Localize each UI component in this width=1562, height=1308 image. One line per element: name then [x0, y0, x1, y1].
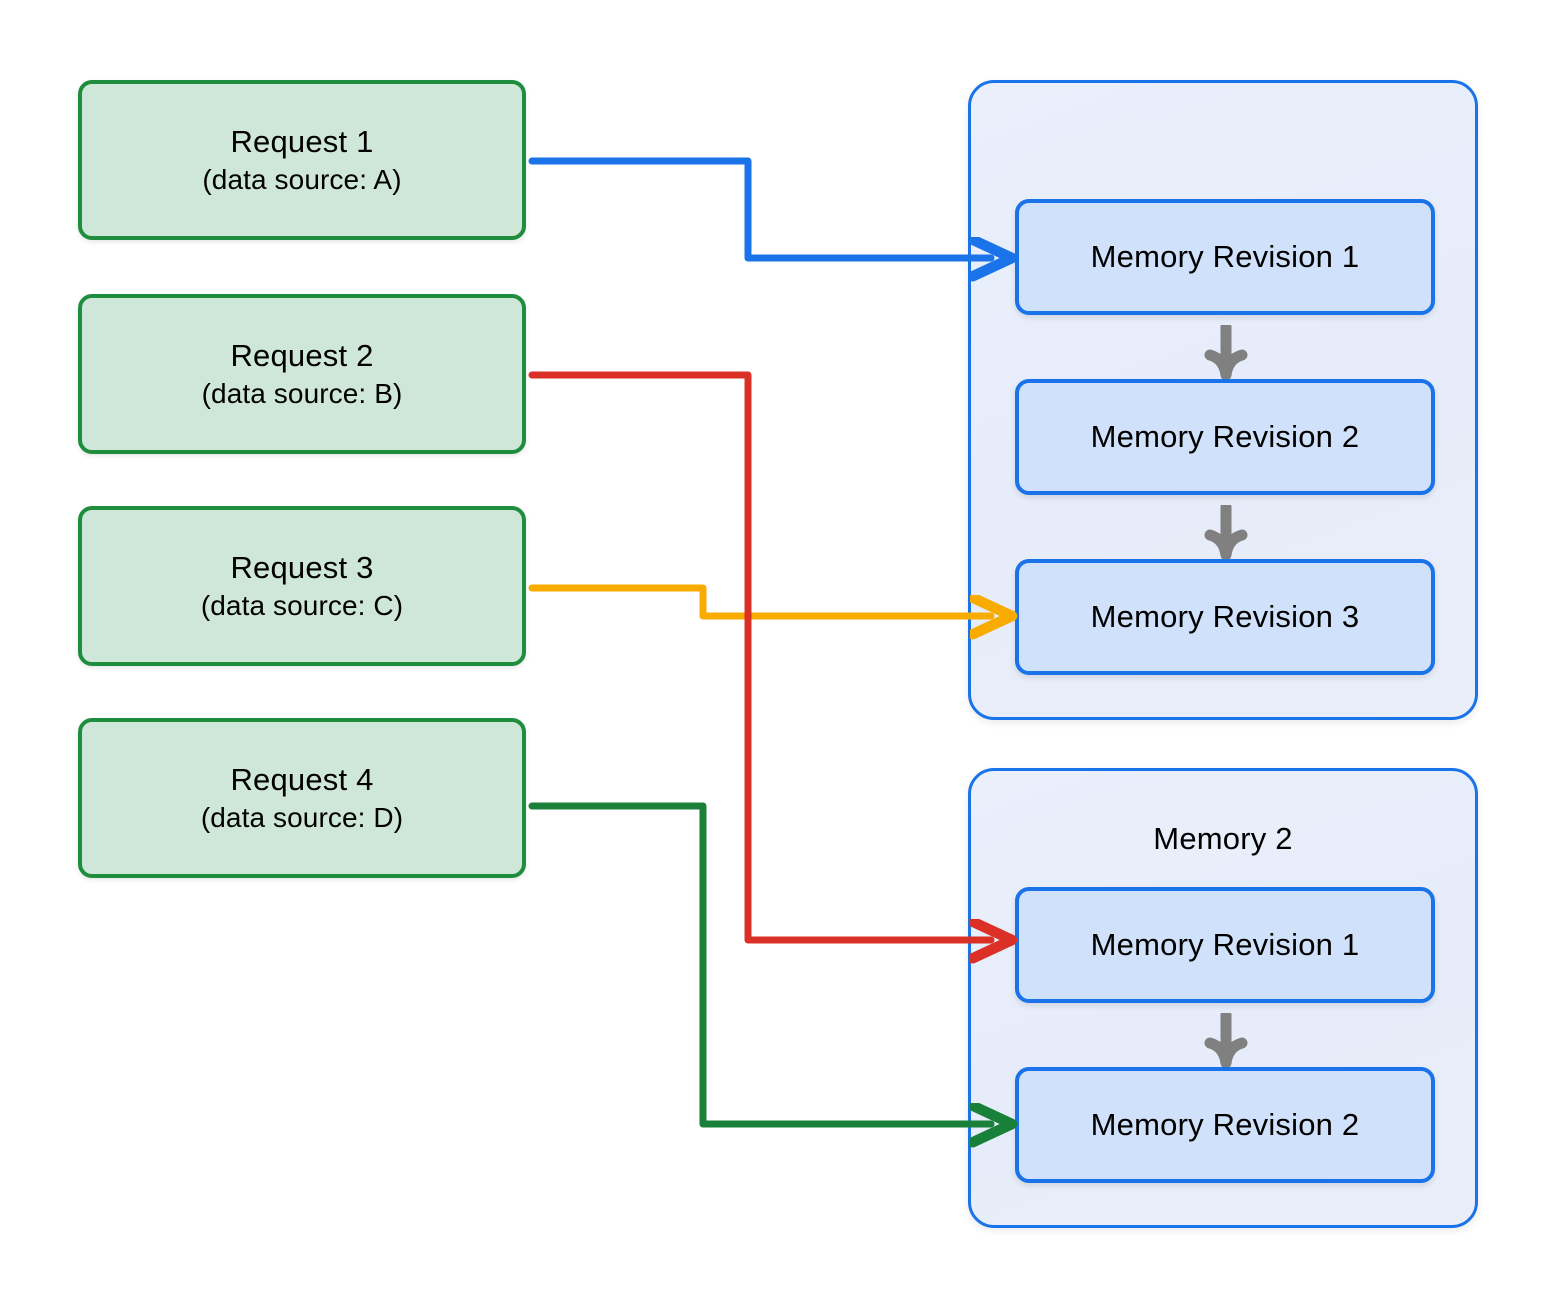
connector-request-2 [528, 371, 991, 940]
memory-2-revision-1-label: Memory Revision 1 [1090, 927, 1360, 962]
memory-container-1[interactable]: Memory 1 Memory Revision 1 Memory Revisi… [968, 80, 1478, 720]
request-3-subtitle: (data source: C) [200, 590, 404, 622]
request-4-title: Request 4 [230, 761, 374, 797]
flow-down-arrow-icon [1204, 505, 1248, 561]
memory-container-2[interactable]: Memory 2 Memory Revision 1 Memory Revisi… [968, 768, 1478, 1228]
connector-request-4 [528, 802, 991, 1124]
memory-1-revision-2[interactable]: Memory Revision 2 [1015, 379, 1435, 495]
request-3-title: Request 3 [230, 549, 374, 585]
request-box-3[interactable]: Request 3 (data source: C) [78, 506, 526, 666]
memory-1-revision-3-label: Memory Revision 3 [1090, 599, 1360, 634]
connector-request-1 [528, 157, 991, 258]
connector-request-3 [528, 584, 991, 616]
memory-2-revision-2-label: Memory Revision 2 [1090, 1107, 1360, 1142]
memory-1-revision-2-label: Memory Revision 2 [1090, 419, 1360, 454]
request-4-subtitle: (data source: D) [200, 802, 404, 834]
request-2-title: Request 2 [230, 337, 374, 373]
memory-2-revision-1[interactable]: Memory Revision 1 [1015, 887, 1435, 1003]
request-box-1[interactable]: Request 1 (data source: A) [78, 80, 526, 240]
memory-2-title: Memory 2 [1153, 821, 1293, 856]
request-box-2[interactable]: Request 2 (data source: B) [78, 294, 526, 454]
flow-down-arrow-icon [1204, 325, 1248, 381]
request-1-subtitle: (data source: A) [202, 164, 402, 196]
request-1-title: Request 1 [230, 123, 374, 159]
request-box-4[interactable]: Request 4 (data source: D) [78, 718, 526, 878]
flow-down-arrow-icon [1204, 1013, 1248, 1069]
memory-2-revision-2[interactable]: Memory Revision 2 [1015, 1067, 1435, 1183]
memory-1-revision-1-label: Memory Revision 1 [1090, 239, 1360, 274]
request-2-subtitle: (data source: B) [201, 378, 403, 410]
memory-1-revision-3[interactable]: Memory Revision 3 [1015, 559, 1435, 675]
memory-1-revision-1[interactable]: Memory Revision 1 [1015, 199, 1435, 315]
